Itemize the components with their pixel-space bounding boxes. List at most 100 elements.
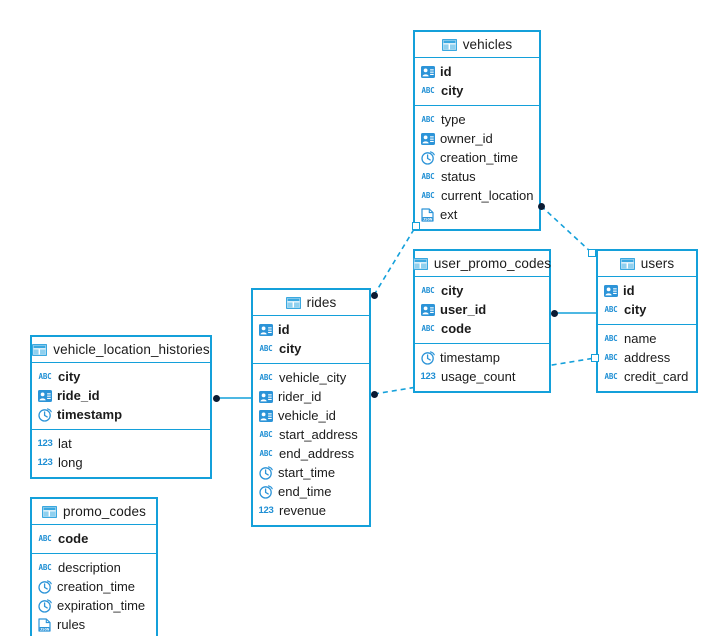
relationship-square-marker (412, 222, 420, 230)
column-label: owner_id (440, 131, 493, 146)
table-icon (619, 256, 635, 271)
relationship-dot-marker (537, 202, 545, 210)
table-header-rides[interactable]: rides (253, 290, 369, 316)
abc-text-icon: ABC (421, 171, 435, 181)
column-label: current_location (441, 188, 534, 203)
clock-icon (37, 579, 52, 594)
column-label: ext (440, 207, 458, 222)
column-label: ride_id (57, 388, 100, 403)
table-header-promo_codes[interactable]: promo_codes (32, 499, 156, 525)
column-row-expiration_time[interactable]: expiration_time (32, 596, 156, 615)
column-row-creation_time[interactable]: creation_time (32, 577, 156, 596)
table-header-vehicles[interactable]: vehicles (415, 32, 539, 58)
abc-text-icon: ABC (259, 448, 273, 458)
table-title: vehicle_location_histories (53, 342, 210, 357)
abc-text-icon: ABC (259, 372, 273, 382)
key-person-icon (420, 302, 435, 317)
column-row-ext[interactable]: JSON ext (415, 205, 539, 224)
column-label: city (279, 341, 302, 356)
column-label: city (624, 302, 647, 317)
pk-row-id[interactable]: id (253, 320, 369, 339)
column-row-creation_time[interactable]: creation_time (415, 148, 539, 167)
table-icon (42, 504, 58, 519)
column-row-owner_id[interactable]: owner_id (415, 129, 539, 148)
clock-icon (258, 465, 273, 480)
key-person-icon (420, 131, 435, 146)
relationship-line-rel-vehicles-users[interactable] (540, 205, 593, 254)
abc-text-icon: ABC (38, 371, 52, 381)
abc-text-icon: ABC (38, 562, 52, 572)
column-label: vehicle_id (278, 408, 336, 423)
pk-row-city[interactable]: ABC city (598, 300, 696, 319)
pk-row-ride_id[interactable]: ride_id (32, 386, 210, 405)
column-label: vehicle_city (279, 370, 347, 385)
key-person-icon (37, 388, 52, 403)
table-title: rides (306, 295, 337, 310)
column-label: long (58, 455, 83, 470)
column-row-timestamp[interactable]: timestamp (415, 348, 549, 367)
column-label: start_time (278, 465, 336, 480)
json-file-icon: JSON (420, 207, 435, 222)
relationship-line-rel-rides-vehicles[interactable] (373, 225, 417, 296)
column-label: expiration_time (57, 598, 146, 613)
table-title: vehicles (462, 37, 513, 52)
column-label: credit_card (624, 369, 689, 384)
column-row-end_time[interactable]: end_time (253, 482, 369, 501)
pk-row-timestamp[interactable]: timestamp (32, 405, 210, 424)
column-row-vehicle_city[interactable]: ABC vehicle_city (253, 368, 369, 387)
column-label: id (278, 322, 290, 337)
abc-text-icon: ABC (38, 533, 52, 543)
pk-row-id[interactable]: id (415, 62, 539, 81)
table-header-users[interactable]: users (598, 251, 696, 277)
abc-text-icon: ABC (604, 333, 618, 343)
relationship-dot-marker (370, 291, 378, 299)
table-header-user_promo_codes[interactable]: user_promo_codes (412, 251, 551, 277)
svg-text:JSON: JSON (40, 626, 50, 631)
key-person-icon (603, 283, 618, 298)
pk-row-user_id[interactable]: user_id (415, 300, 549, 319)
table-header-vehicle_location_histories[interactable]: vehicle_location_histories (32, 337, 210, 363)
abc-text-icon: ABC (604, 304, 618, 314)
column-row-rider_id[interactable]: rider_id (253, 387, 369, 406)
pk-row-id[interactable]: id (598, 281, 696, 300)
relationship-dot-marker (212, 394, 220, 402)
column-label: end_time (278, 484, 332, 499)
column-label: code (441, 321, 472, 336)
column-row-start_time[interactable]: start_time (253, 463, 369, 482)
column-row-vehicle_id[interactable]: vehicle_id (253, 406, 369, 425)
